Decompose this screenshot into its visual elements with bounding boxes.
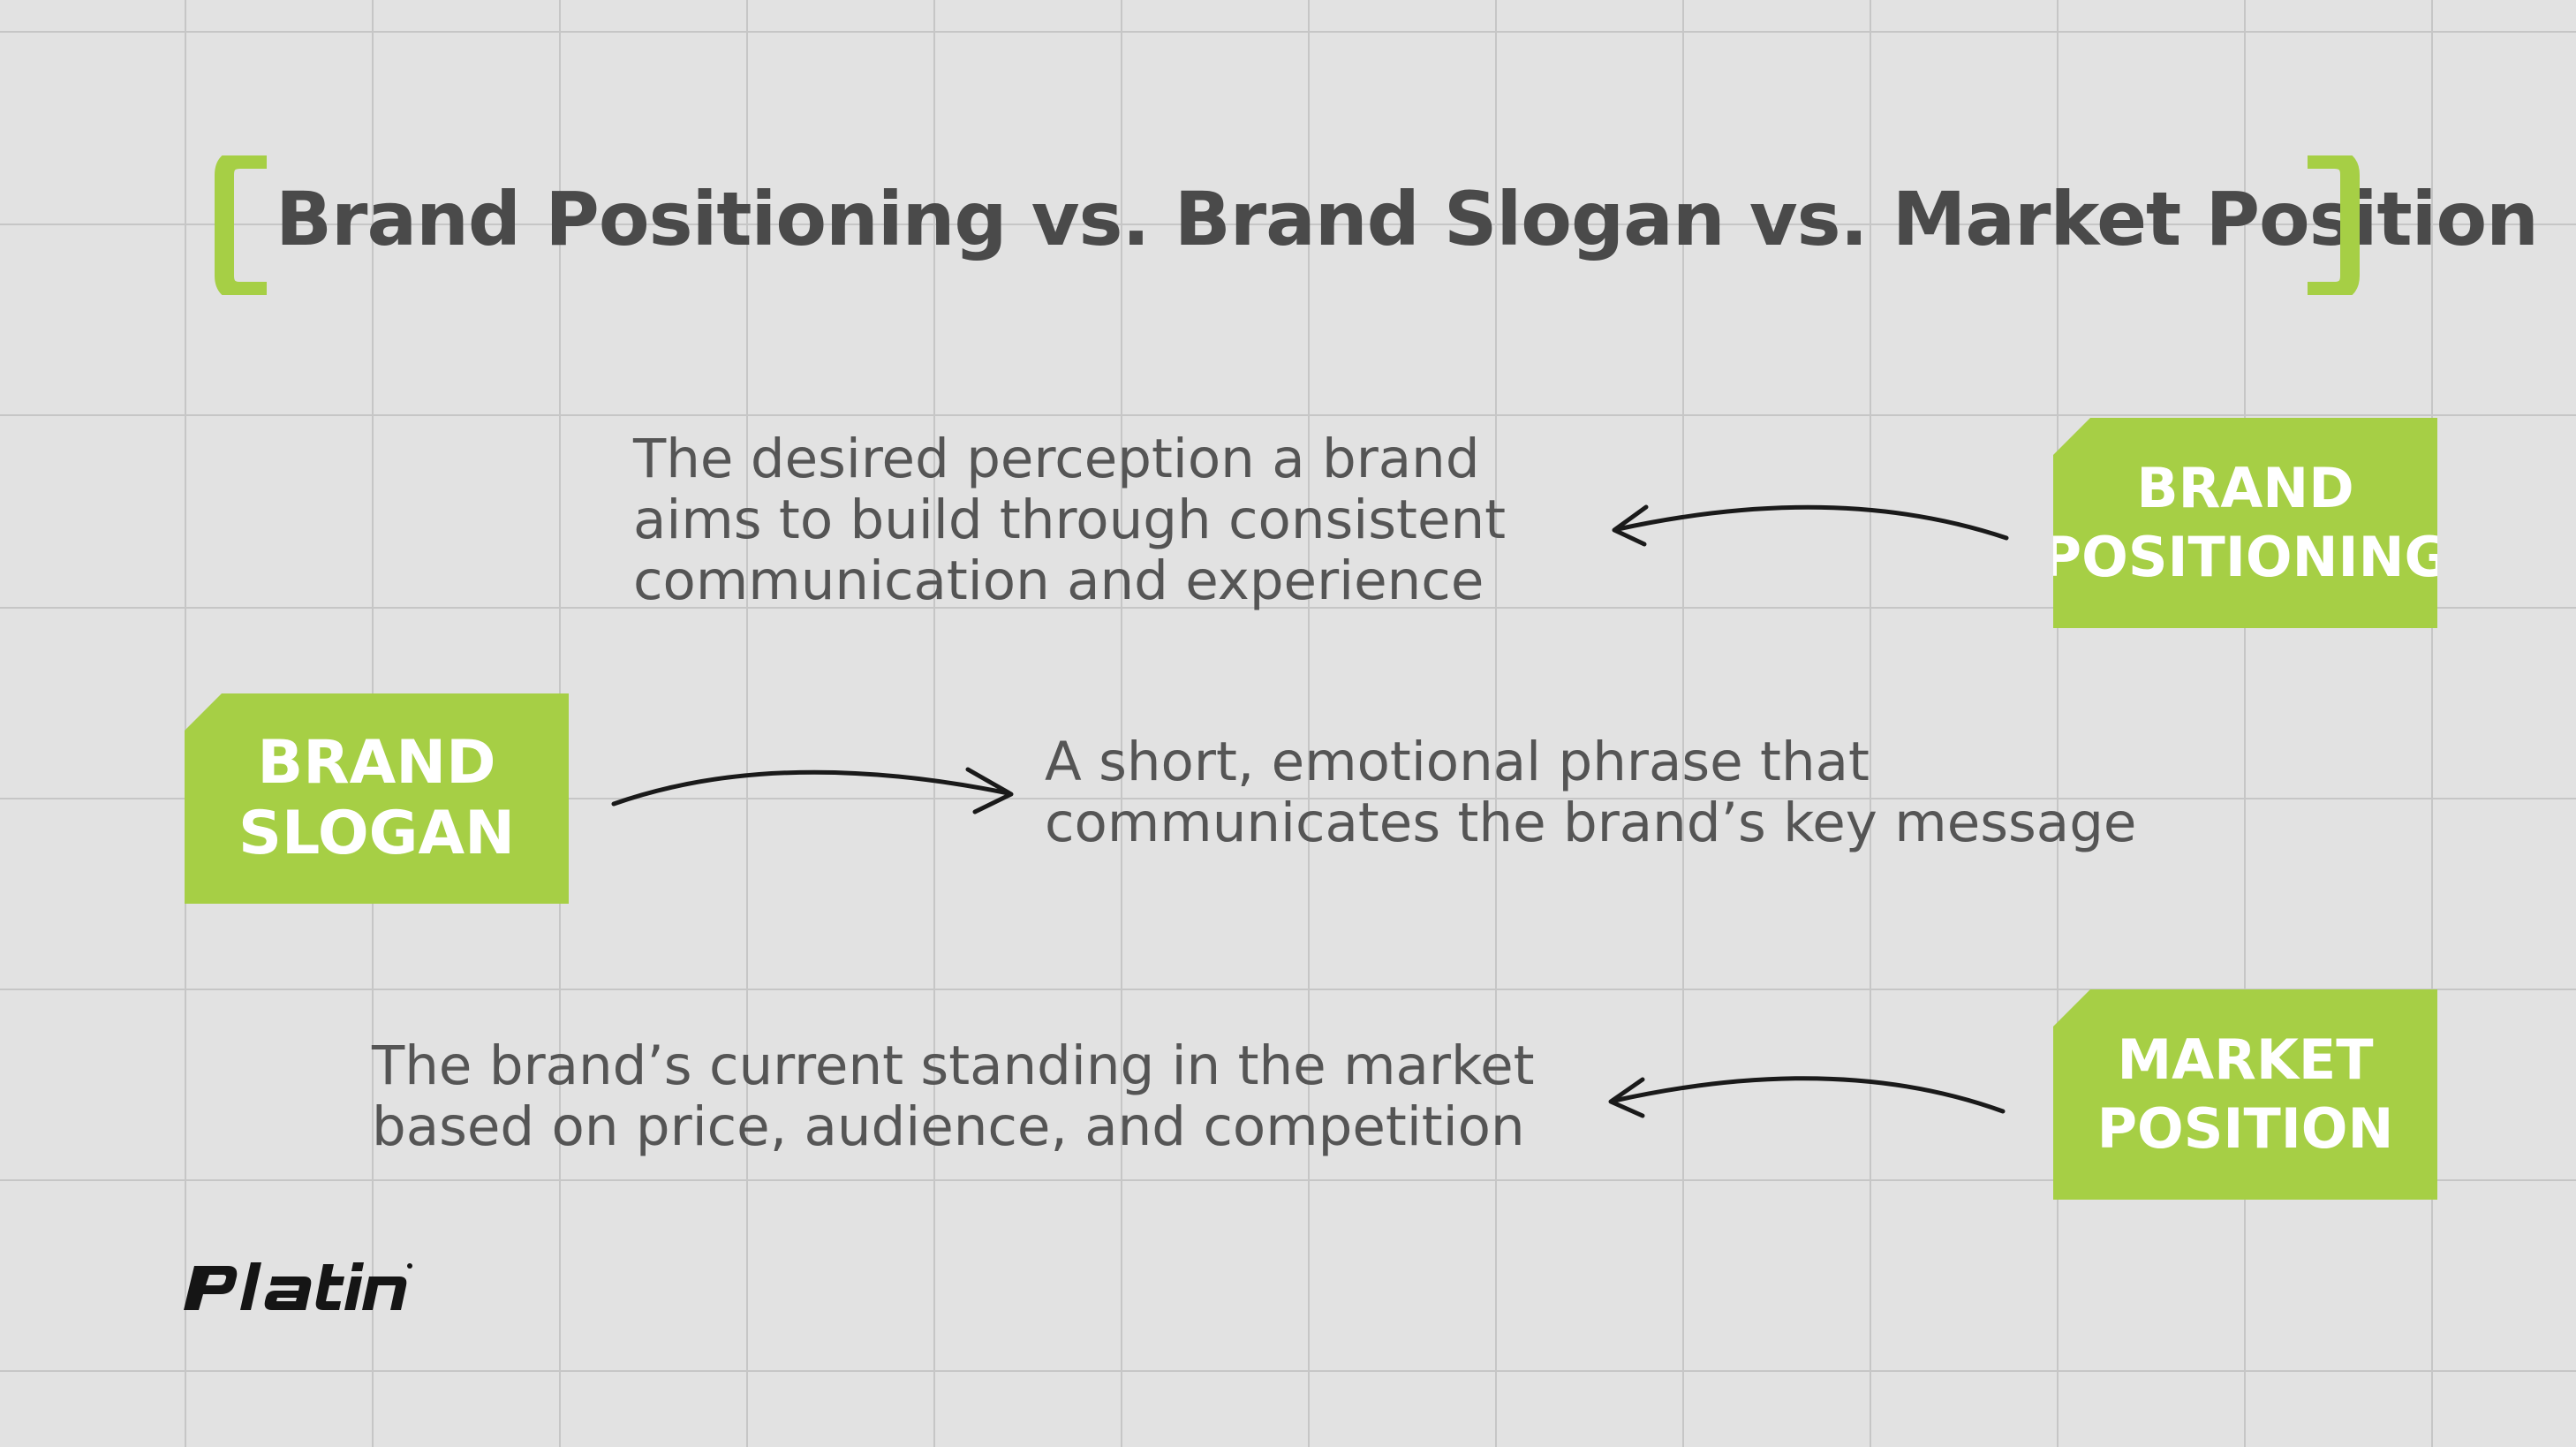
description-line: based on price, audience, and competitio… — [372, 1095, 1525, 1158]
market-position-tag: MARKET POSITION — [2053, 989, 2437, 1200]
brand-positioning-tag: BRAND POSITIONING — [2053, 418, 2437, 628]
brand-slogan-description: A short, emotional phrase that communica… — [1045, 731, 2136, 853]
platin-logo-icon — [184, 1262, 412, 1310]
page-title: Brand Positioning vs. Brand Slogan vs. M… — [276, 176, 2539, 262]
description-line: A short, emotional phrase that — [1045, 731, 1870, 793]
brand-slogan-tag: BRAND SLOGAN — [185, 693, 569, 904]
arrow-left-icon — [1612, 504, 2009, 547]
tag-line: POSITION — [2096, 1096, 2394, 1161]
tag-line: POSITIONING — [2041, 525, 2450, 589]
market-position-description: The brand’s current standing in the mark… — [372, 1035, 1535, 1157]
tag-line: MARKET — [2117, 1027, 2374, 1092]
right-bracket-icon — [2308, 155, 2360, 295]
tag-line: SLOGAN — [238, 799, 516, 868]
description-line: communicates the brand’s key message — [1045, 792, 2137, 854]
tag-line: BRAND — [2136, 456, 2354, 520]
description-line: The desired perception a brand — [633, 428, 1480, 490]
left-bracket-icon — [215, 155, 267, 295]
brand-positioning-description: The desired perception a brand aims to b… — [633, 428, 1506, 611]
description-line: The brand’s current standing in the mark… — [372, 1034, 1535, 1097]
arrow-right-icon — [611, 767, 1014, 814]
arrow-left-icon — [1608, 1076, 2006, 1118]
description-line: communication and experience — [633, 549, 1484, 612]
tag-line: BRAND — [257, 728, 496, 798]
description-line: aims to build through consistent — [633, 489, 1507, 551]
